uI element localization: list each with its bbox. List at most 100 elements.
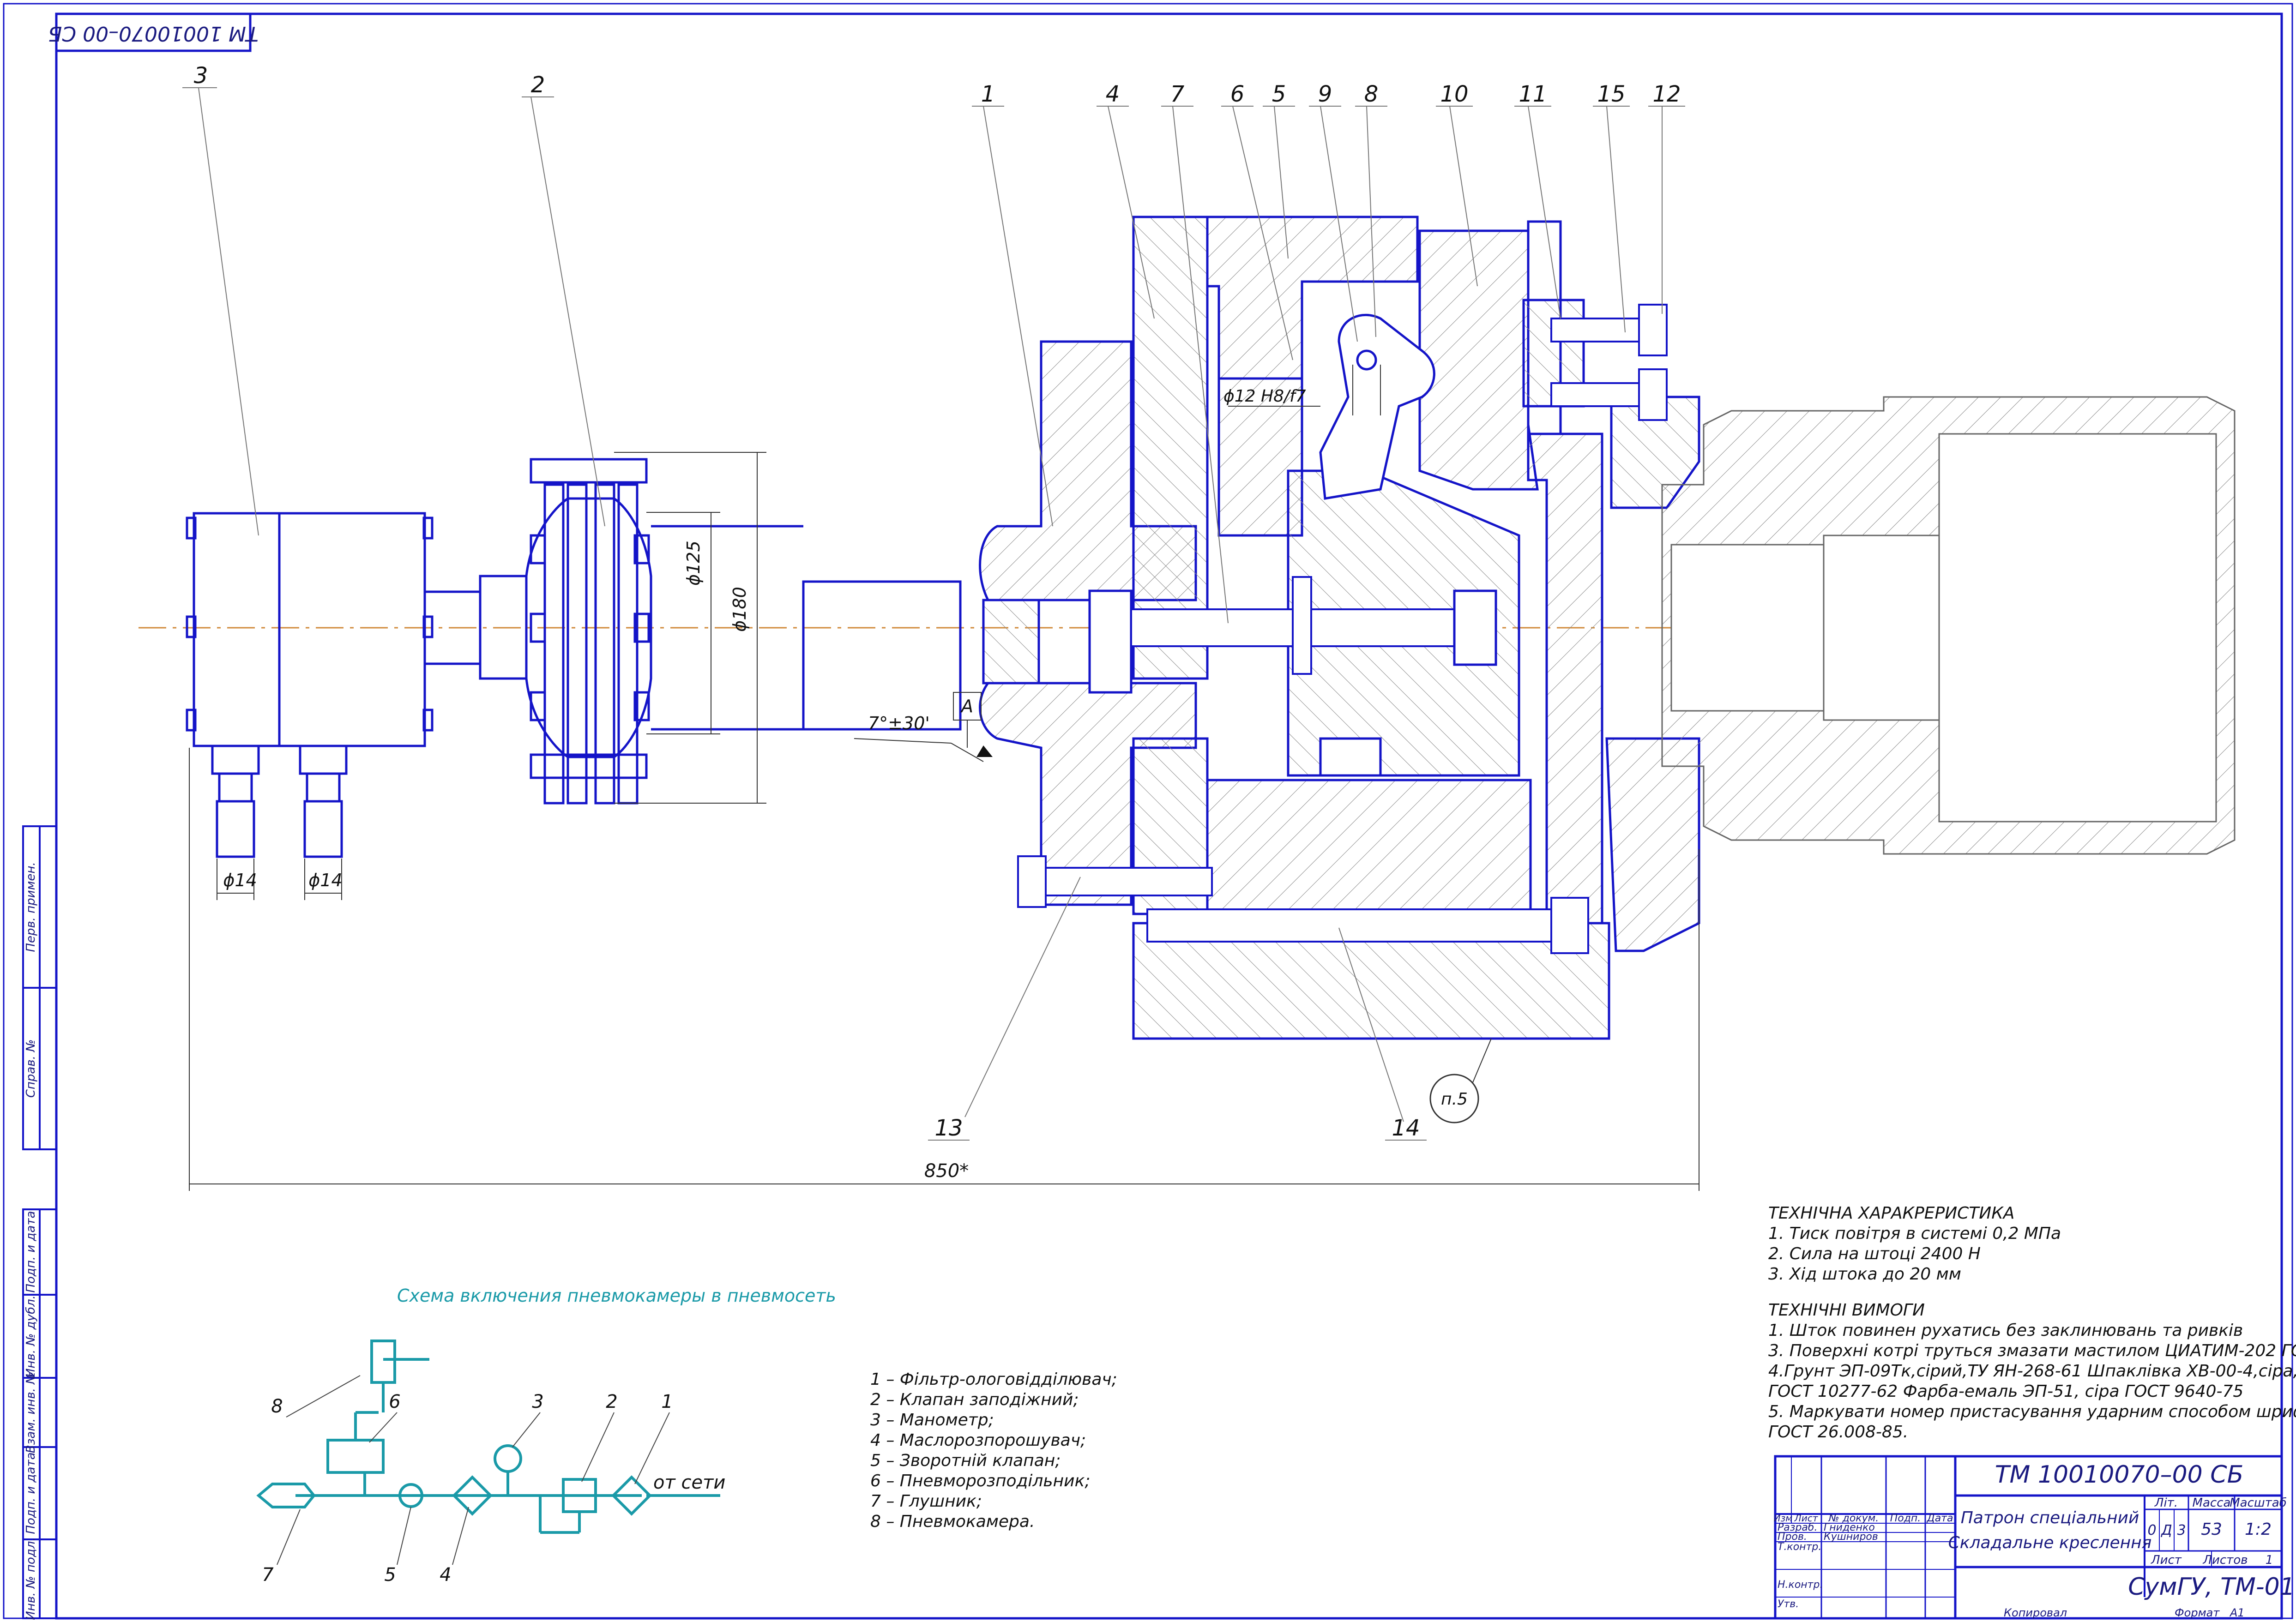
callout-14: 14	[1392, 1115, 1420, 1141]
dim-d180: ϕ180	[729, 587, 750, 632]
scheme-inlet: от сети	[653, 1472, 725, 1493]
legend-item: 7 – Глушник;	[870, 1492, 982, 1511]
side-label: Подп. и дата	[24, 1452, 38, 1534]
note-circle: п.5	[1429, 1038, 1492, 1123]
callout-10: 10	[1440, 81, 1468, 107]
callout-13: 13	[934, 1115, 963, 1141]
role-cell: Пров.	[1778, 1531, 1807, 1543]
top-stamp: ТМ 10010070–00 СБ	[48, 12, 259, 52]
role-cell: Т.контр.	[1778, 1541, 1821, 1553]
pneumatic-scheme	[256, 1340, 720, 1534]
callouts: 3 2 1 4 7 6 5 9 8 10 11 15 12 13 14	[194, 63, 1681, 1141]
lit-value: 0	[2147, 1522, 2156, 1538]
side-label: Справ. №	[24, 1039, 38, 1098]
scale-value: 1:2	[2245, 1520, 2272, 1539]
copied-label: Копировал	[2004, 1606, 2067, 1619]
head-cell: Изм	[1774, 1513, 1793, 1524]
role-cell: Н.контр.	[1778, 1579, 1823, 1591]
callout-underlines	[182, 87, 1685, 1141]
callout-1: 1	[981, 81, 995, 107]
scale-label: Масштаб	[2230, 1496, 2287, 1510]
mass-label: Масса	[2193, 1496, 2231, 1510]
dim-length: 850*	[924, 1160, 969, 1182]
callout-5: 5	[1272, 81, 1286, 107]
angle-dim-lines	[854, 692, 984, 762]
name-cell: Кушниров	[1824, 1531, 1878, 1543]
doc-title-1: Патрон спеціальний	[1961, 1508, 2139, 1527]
chuck-body	[979, 216, 1700, 1040]
dim-d14-right: ϕ14	[308, 870, 342, 890]
tech-char-line: 3. Хід штока до 20 мм	[1768, 1265, 1961, 1284]
scheme-num-1: 1	[661, 1391, 673, 1412]
scheme-num-8: 8	[271, 1396, 283, 1417]
format-label: Формат	[2175, 1606, 2220, 1619]
pneumo-chamber	[186, 512, 528, 858]
note-text: п.5	[1441, 1090, 1468, 1109]
tech-char-title: ТЕХНІЧНА ХАРАКРЕРИСТИКА	[1768, 1204, 2014, 1223]
callout-15: 15	[1597, 81, 1625, 107]
lit-label: Літ.	[2154, 1496, 2178, 1510]
dim-d14-left: ϕ14	[223, 870, 257, 890]
legend-item: 8 – Пневмокамера.	[870, 1512, 1035, 1531]
length-dim-lines	[189, 748, 1699, 1191]
role-cell: Утв.	[1778, 1598, 1799, 1610]
fitting-dims	[217, 859, 342, 900]
tech-req-line: ГОСТ 10277-62 Фарба-емаль ЭП-51, сіра ГО…	[1768, 1382, 2243, 1401]
legend-item: 6 – Пневморозподільник;	[870, 1472, 1090, 1490]
base-letter: А	[960, 696, 973, 716]
title-block	[1774, 1455, 2283, 1620]
top-stamp-text: ТМ 10010070–00 СБ	[48, 22, 259, 45]
callout-2: 2	[531, 72, 545, 98]
callout-11: 11	[1519, 81, 1547, 107]
side-label: Инв. № дубл.	[24, 1295, 38, 1377]
base-triangle	[976, 745, 993, 757]
scheme-num-2: 2	[606, 1391, 617, 1412]
side-label: Взам. инв. №	[24, 1372, 38, 1454]
scheme-num-6: 6	[389, 1391, 400, 1412]
scheme-title: Схема включения пневмокамеры в пневмосет…	[397, 1286, 836, 1306]
callout-4: 4	[1106, 81, 1120, 107]
tech-req-line: 4.Грунт ЭП-09Тк,сірий,ТУ ЯН-268-61 Шпакл…	[1768, 1362, 2296, 1381]
lit-value: 3	[2177, 1522, 2186, 1538]
format-value: А1	[2229, 1606, 2245, 1619]
sheets-count: 1	[2266, 1553, 2273, 1567]
legend-item: 2 – Клапан заподіжний;	[870, 1390, 1079, 1409]
dim-d125: ϕ125	[683, 541, 704, 586]
head-cell: № докум.	[1828, 1513, 1879, 1524]
doc-code: ТМ 10010070–00 СБ	[1995, 1461, 2244, 1489]
tech-req-line: 3. Поверхні котрі труться змазати мастил…	[1768, 1341, 2296, 1360]
head-cell: Дата	[1927, 1513, 1953, 1524]
callout-3: 3	[194, 63, 208, 89]
callout-6: 6	[1230, 81, 1245, 107]
mass-value: 53	[2201, 1520, 2222, 1539]
tech-char-line: 1. Тиск повітря в системі 0,2 МПа	[1768, 1224, 2061, 1243]
workpiece	[1661, 396, 2236, 855]
tech-requirements: ТЕХНІЧНІ ВИМОГИ 1. Шток повинен рухатись…	[1768, 1301, 2296, 1442]
tech-req-line: ГОСТ 26.008-85.	[1768, 1423, 1908, 1442]
legend-item: 1 – Фільтр-ологовідділювач;	[870, 1370, 1117, 1389]
side-strip	[22, 825, 57, 1619]
scheme-num-3: 3	[532, 1391, 543, 1412]
callout-8: 8	[1364, 81, 1379, 107]
head-cell: Подп.	[1890, 1513, 1921, 1524]
legend-item: 4 – Маслорозпорошувач;	[870, 1431, 1086, 1450]
sheet-label: Лист	[2151, 1553, 2182, 1567]
scheme-num-7: 7	[262, 1564, 274, 1586]
org-name: СумГУ, ТМ-01	[2128, 1573, 2295, 1601]
callout-12: 12	[1652, 81, 1681, 107]
inner-frame	[55, 12, 2283, 1620]
tech-req-line: 5. Маркувати номер пристасування ударним…	[1768, 1402, 2296, 1421]
role-cell: Разраб.	[1778, 1522, 1817, 1533]
legend-item: 3 – Манометр;	[870, 1411, 994, 1430]
side-labels: Перв. примен. Справ. № Подп. и дата Инв.…	[24, 862, 38, 1620]
sheets-label: Листов	[2202, 1553, 2248, 1567]
lit-value: Д	[2160, 1522, 2172, 1538]
tech-char-line: 2. Сила на штоці 2400 Н	[1768, 1244, 1981, 1263]
legend-item: 5 – Зворотній клапан;	[870, 1451, 1061, 1470]
fit-dim-lines	[1228, 365, 1381, 415]
callout-7: 7	[1170, 81, 1185, 107]
scheme-leaders	[277, 1375, 670, 1565]
dim-fit: ϕ12 H8/f7	[1223, 387, 1306, 406]
name-cell: Гниденко	[1824, 1522, 1875, 1533]
